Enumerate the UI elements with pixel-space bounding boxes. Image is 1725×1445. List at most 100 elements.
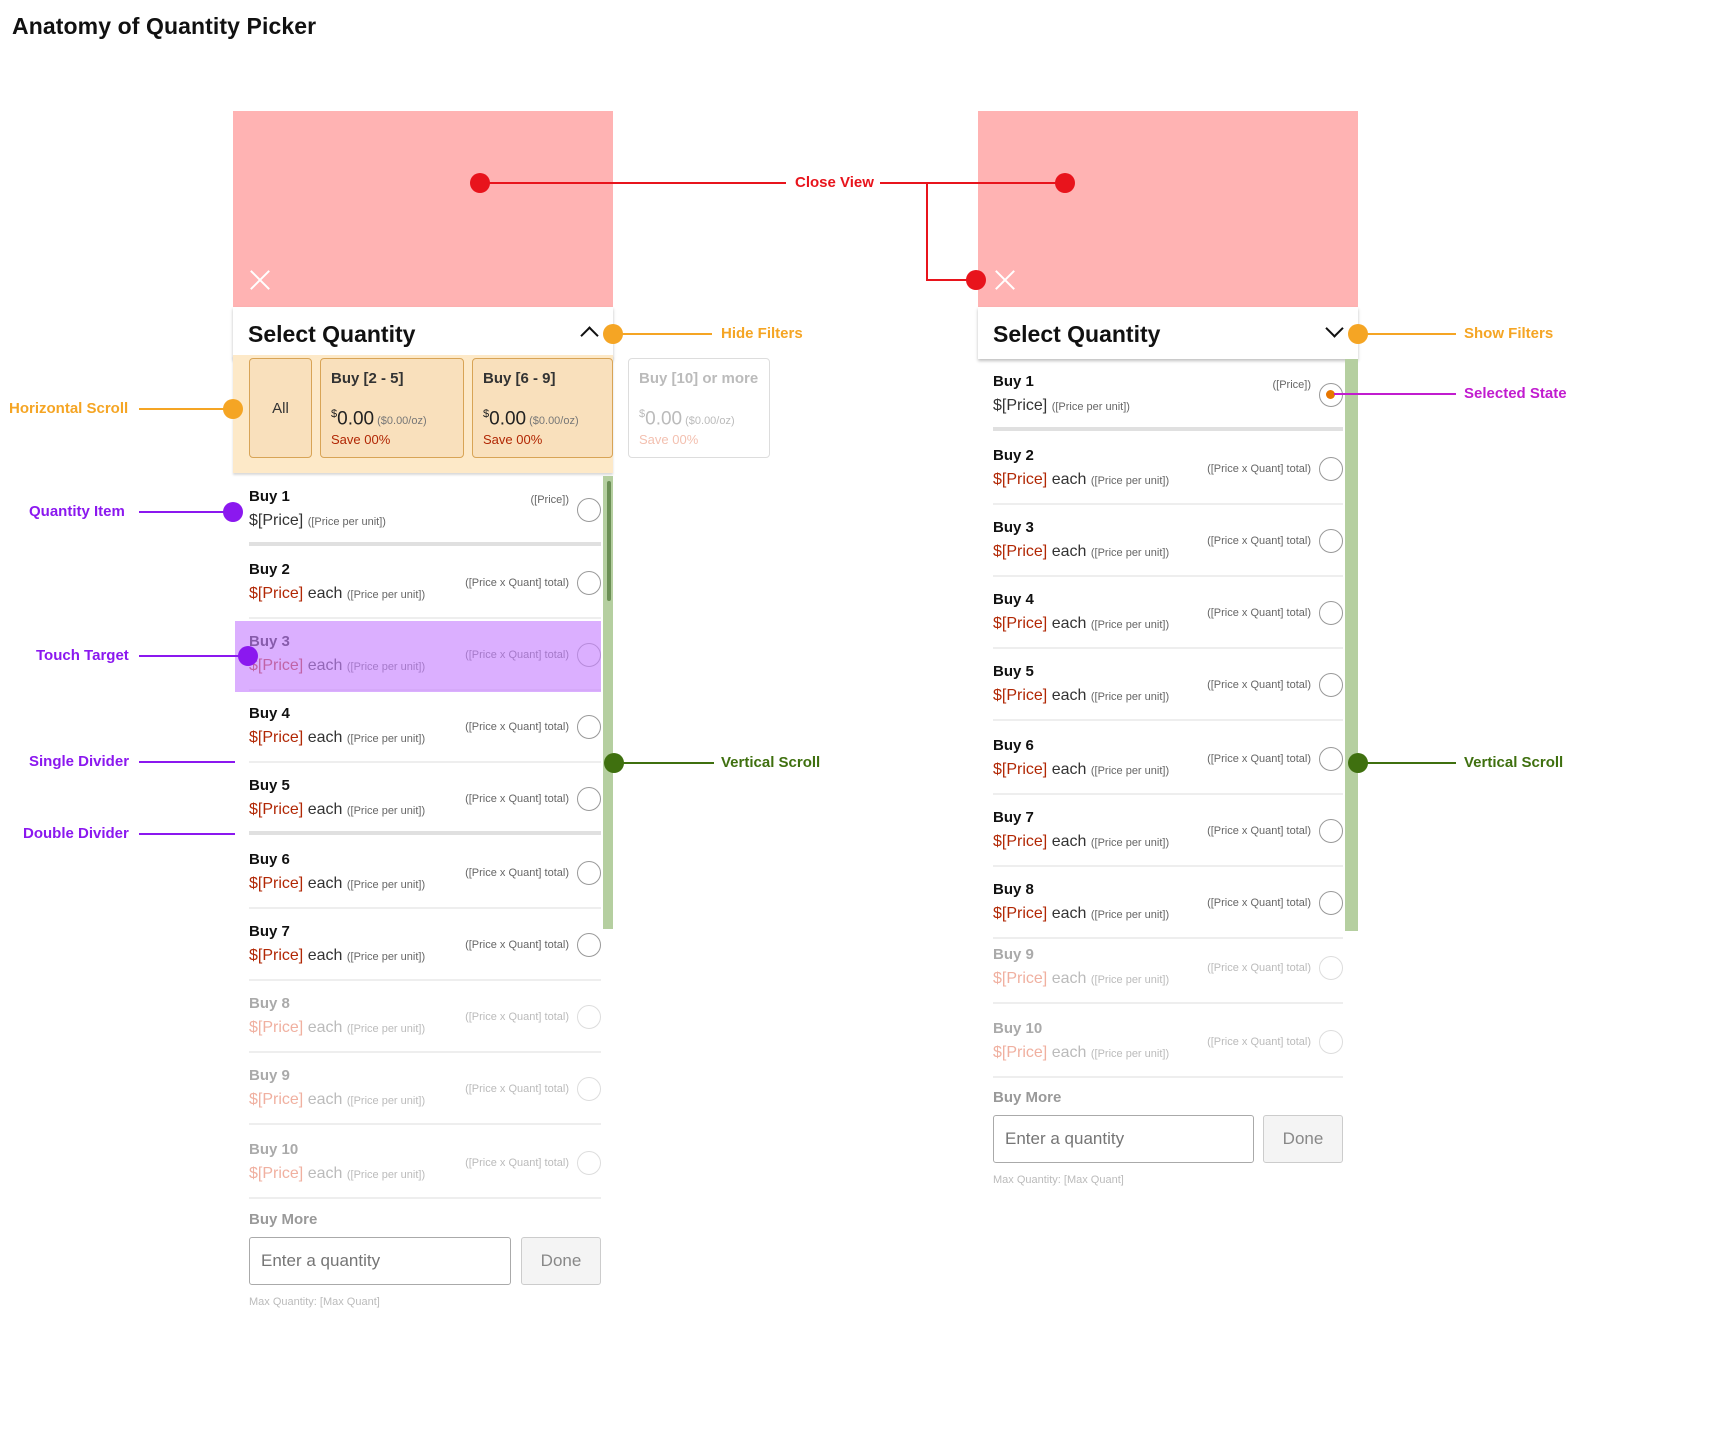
leader-line: [139, 655, 247, 657]
close-view-scrim-right[interactable]: [978, 111, 1358, 307]
annotation-double-divider: Double Divider: [23, 825, 129, 842]
item-total: ([Price x Quant] total): [465, 867, 569, 879]
leader-line: [1358, 762, 1456, 764]
radio-button[interactable]: [577, 498, 601, 522]
filter-chip-offscreen[interactable]: Buy [10] or more $0.00($0.00/oz) Save 00…: [628, 358, 770, 458]
quantity-item[interactable]: Buy 10$[Price] each ([Price per unit])([…: [993, 1006, 1343, 1078]
leader-line: [880, 182, 1066, 184]
radio-button[interactable]: [1319, 819, 1343, 843]
item-price: $[Price] ([Price per unit]): [993, 397, 1130, 414]
quantity-item[interactable]: Buy 3$[Price] each ([Price per unit])([P…: [993, 505, 1343, 577]
filter-chip[interactable]: Buy [6 - 9] $0.00($0.00/oz) Save 00%: [472, 358, 613, 458]
quantity-item[interactable]: Buy 1 $[Price] ([Price per unit]) ([Price]…: [993, 359, 1343, 431]
item-label: Buy 10: [249, 1141, 299, 1158]
leader-line: [926, 182, 928, 280]
panel-header-right: Select Quantity: [978, 307, 1358, 359]
radio-button[interactable]: [1319, 457, 1343, 481]
radio-button[interactable]: [577, 1077, 601, 1101]
item-price: $[Price] each ([Price per unit]): [249, 585, 426, 602]
close-view-scrim-left[interactable]: [233, 111, 613, 307]
item-label: Buy 7: [249, 923, 290, 940]
item-label: Buy 3: [993, 519, 1034, 536]
annotation-horizontal-scroll: Horizontal Scroll: [9, 400, 129, 417]
quantity-input[interactable]: [993, 1115, 1254, 1163]
marker-dot: [1055, 173, 1075, 193]
quantity-item[interactable]: Buy 8$[Price] each ([Price per unit])([P…: [249, 981, 601, 1053]
quantity-item[interactable]: Buy 5$[Price] each ([Price per unit])([P…: [993, 649, 1343, 721]
quantity-item[interactable]: Buy 6$[Price] each ([Price per unit])([P…: [249, 837, 601, 909]
item-total: ([Price x Quant] total): [465, 793, 569, 805]
item-total: ([Price x Quant] total): [1207, 825, 1311, 837]
quantity-item[interactable]: Buy 7$[Price] each ([Price per unit])([P…: [249, 909, 601, 981]
quantity-item[interactable]: Buy 7$[Price] each ([Price per unit])([P…: [993, 795, 1343, 867]
marker-dot: [966, 270, 986, 290]
radio-button[interactable]: [1319, 529, 1343, 553]
quantity-item[interactable]: Buy 6$[Price] each ([Price per unit])([P…: [993, 723, 1343, 795]
leader-line: [613, 333, 712, 335]
radio-button[interactable]: [577, 1005, 601, 1029]
quantity-item[interactable]: Buy 8$[Price] each ([Price per unit])([P…: [993, 867, 1343, 939]
leader-line: [139, 761, 235, 763]
radio-button[interactable]: [1319, 1030, 1343, 1054]
radio-button[interactable]: [1319, 673, 1343, 697]
item-label: Buy 8: [993, 881, 1034, 898]
filter-chip[interactable]: Buy [2 - 5] $0.00($0.00/oz) Save 00%: [320, 358, 464, 458]
item-label: Buy 8: [249, 995, 290, 1012]
quantity-input[interactable]: [249, 1237, 511, 1285]
radio-button[interactable]: [577, 933, 601, 957]
radio-button[interactable]: [577, 1151, 601, 1175]
quantity-item[interactable]: Buy 1$[Price] ([Price per unit])([Price]…: [249, 474, 601, 546]
chevron-down-icon[interactable]: [1325, 319, 1344, 338]
quantity-item[interactable]: Buy 5$[Price] each ([Price per unit])([P…: [249, 763, 601, 835]
leader-line: [1358, 333, 1456, 335]
item-label: Buy 9: [249, 1067, 290, 1084]
item-price: $[Price] each ([Price per unit]): [249, 1019, 426, 1036]
annotation-quantity-item: Quantity Item: [29, 503, 125, 520]
item-label: Buy 1: [993, 373, 1034, 390]
radio-button[interactable]: [1319, 747, 1343, 771]
item-label: Buy 1: [249, 488, 290, 505]
close-icon[interactable]: [249, 269, 271, 291]
radio-button[interactable]: [1319, 601, 1343, 625]
radio-button[interactable]: [577, 861, 601, 885]
radio-button[interactable]: [1319, 956, 1343, 980]
radio-button[interactable]: [1319, 891, 1343, 915]
panel-title: Select Quantity: [248, 321, 416, 347]
close-icon[interactable]: [994, 269, 1016, 291]
item-total: ([Price]): [530, 494, 570, 506]
item-price: $[Price] each ([Price per unit]): [249, 729, 426, 746]
item-price: $[Price] each ([Price per unit]): [993, 833, 1170, 850]
max-quantity-hint: Max Quantity: [Max Quant]: [993, 1174, 1124, 1186]
annotation-selected-state: Selected State: [1464, 385, 1567, 402]
panel-header-left: Select Quantity: [233, 307, 613, 359]
scroll-thumb[interactable]: [607, 481, 611, 601]
quantity-item[interactable]: Buy 2$[Price] each ([Price per unit])([P…: [993, 433, 1343, 505]
item-price: $[Price] each ([Price per unit]): [993, 1044, 1170, 1061]
item-total: ([Price]): [1272, 379, 1312, 391]
done-button[interactable]: Done: [521, 1237, 601, 1285]
buy-more-label: Buy More: [993, 1089, 1062, 1106]
radio-button[interactable]: [577, 715, 601, 739]
done-button[interactable]: Done: [1263, 1115, 1343, 1163]
quantity-item[interactable]: Buy 9$[Price] each ([Price per unit])([P…: [249, 1053, 601, 1125]
quantity-item[interactable]: Buy 4$[Price] each ([Price per unit])([P…: [249, 691, 601, 763]
vertical-scrollbar[interactable]: [603, 476, 613, 929]
radio-button[interactable]: [1319, 383, 1343, 407]
leader-line: [139, 408, 233, 410]
max-quantity-hint: Max Quantity: [Max Quant]: [249, 1296, 380, 1308]
item-label: Buy 2: [249, 561, 290, 578]
marker-dot: [238, 646, 258, 666]
quantity-item[interactable]: Buy 4$[Price] each ([Price per unit])([P…: [993, 577, 1343, 649]
panel-title: Select Quantity: [993, 321, 1161, 347]
radio-button[interactable]: [577, 787, 601, 811]
vertical-scrollbar[interactable]: [1345, 359, 1358, 931]
quantity-item[interactable]: Buy 2$[Price] each ([Price per unit])([P…: [249, 547, 601, 619]
quantity-item[interactable]: Buy 10$[Price] each ([Price per unit])([…: [249, 1127, 601, 1199]
chevron-up-icon[interactable]: [580, 326, 599, 345]
filter-chip-all[interactable]: All: [249, 358, 312, 458]
radio-button[interactable]: [577, 571, 601, 595]
item-total: ([Price x Quant] total): [1207, 897, 1311, 909]
item-total: ([Price x Quant] total): [465, 1083, 569, 1095]
quantity-item[interactable]: Buy 9$[Price] each ([Price per unit])([P…: [993, 932, 1343, 1004]
item-label: Buy 4: [249, 705, 290, 722]
